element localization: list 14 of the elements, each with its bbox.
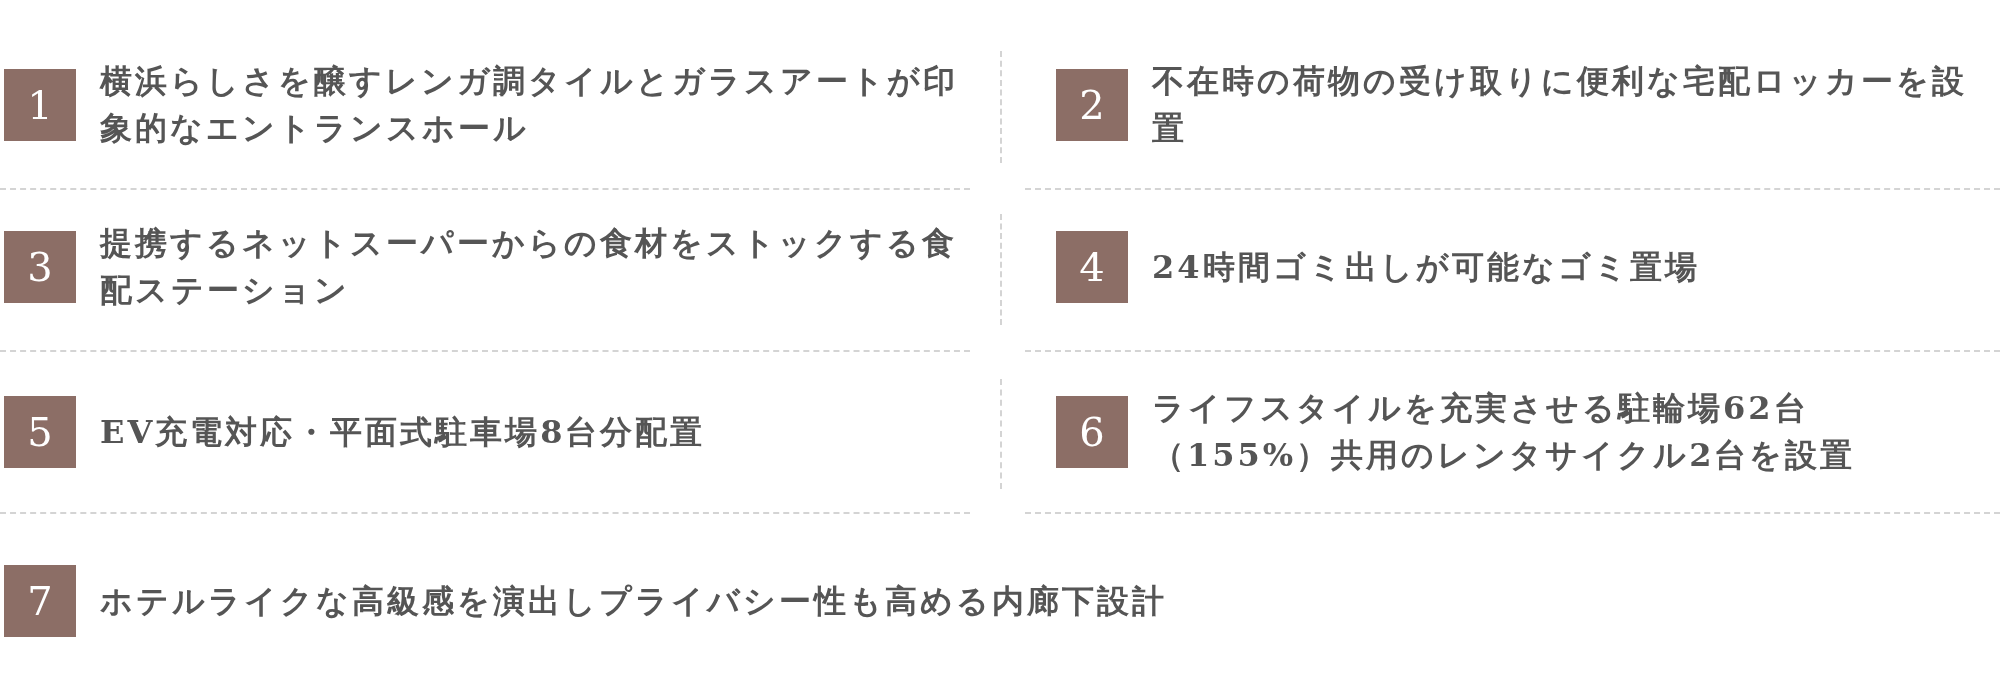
feature-description: ライフスタイルを充実させる駐輪場62台（155%）共用のレンタサイクル2台を設置 bbox=[1152, 388, 1857, 476]
number-badge: 6 bbox=[1056, 396, 1128, 468]
number-badge: 7 bbox=[4, 565, 76, 637]
feature-description: EV充電対応・平面式駐車場8台分配置 bbox=[100, 411, 707, 453]
feature-description: 横浜らしさを醸すレンガ調タイルとガラスアートが印象的なエントランスホール bbox=[100, 61, 959, 149]
feature-description: 不在時の荷物の受け取りに便利な宅配ロッカーを設置 bbox=[1152, 61, 1968, 149]
number-badge: 2 bbox=[1056, 69, 1128, 141]
number-badge: 3 bbox=[4, 231, 76, 303]
feature-description: 24時間ゴミ出しが可能なゴミ置場 bbox=[1152, 246, 1701, 288]
number-badge: 1 bbox=[4, 69, 76, 141]
number-badge: 5 bbox=[4, 396, 76, 468]
feature-description: 提携するネットスーパーからの食材をストックする食配ステーション bbox=[100, 223, 958, 311]
number-badge: 4 bbox=[1056, 231, 1128, 303]
feature-description: ホテルライクな高級感を演出しプライバシー性も高める内廊下設計 bbox=[100, 580, 1168, 622]
